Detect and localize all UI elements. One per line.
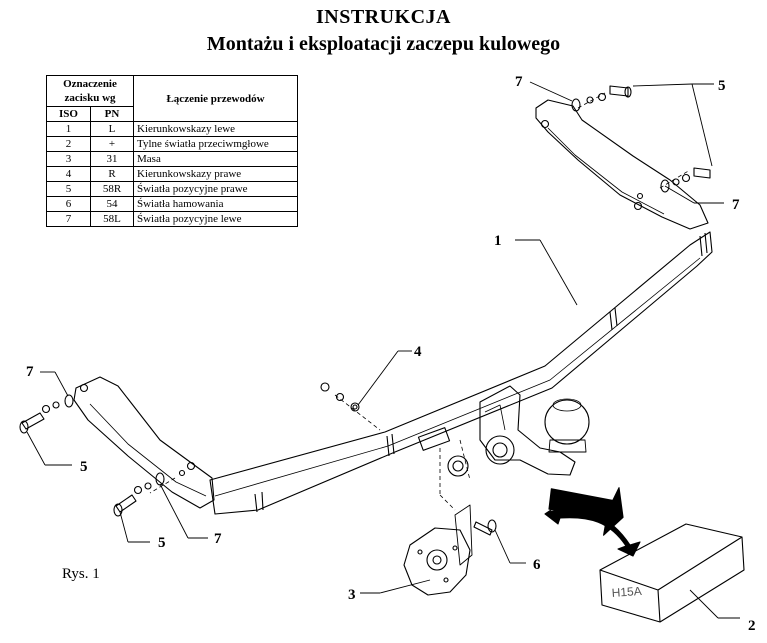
main-crossbar [209, 231, 713, 515]
bolt-5-right [693, 167, 711, 179]
washer [571, 98, 581, 112]
bracket-hole [186, 461, 196, 471]
table-header-row: Oznaczenie zacisku wg Łączenie przewodów [46, 75, 298, 122]
callout-2: 2 [748, 618, 756, 634]
desc-cell: Światła pozycyjne prawe [133, 181, 298, 197]
socket-bracket [403, 527, 471, 596]
callout-4: 4 [414, 344, 422, 360]
desc-cell: Kierunkowskazy prawe [133, 166, 298, 182]
callout-5-left: 5 [80, 459, 88, 475]
wiring-table: Oznaczenie zacisku wg Łączenie przewodów… [45, 75, 298, 227]
callout-5-bottom: 5 [158, 535, 166, 551]
bracket-hole [540, 119, 550, 129]
iso-cell: 7 [45, 211, 92, 227]
callout-5-top: 5 [718, 78, 726, 94]
tow-ball [544, 399, 590, 445]
table-row: 4 R Kierunkowskazy prawe [45, 166, 298, 182]
bolt-5-bottom [115, 494, 137, 513]
iso-header: ISO [45, 106, 92, 122]
callout-7-bottom: 7 [214, 531, 222, 547]
terminal-group-header: Oznaczenie zacisku wg [46, 75, 134, 107]
callout-7-top: 7 [515, 74, 523, 90]
callout-7-left: 7 [26, 364, 34, 380]
callout-7-right: 7 [732, 197, 740, 213]
washer [660, 179, 670, 193]
callout-3: 3 [348, 587, 356, 603]
left-mounting-bracket [73, 376, 215, 509]
table-subheader-row: ISO PN [45, 106, 298, 122]
table-row: 7 58L Światła pozycyjne lewe [45, 211, 298, 227]
bracket-hole [79, 383, 89, 393]
ball-mount-neck [479, 385, 576, 476]
bracket-hole [633, 201, 643, 211]
nut [320, 382, 330, 392]
document-subtitle: Montażu i eksploatacji zaczepu kulowego [206, 33, 561, 55]
connection-header: Łączenie przewodów [133, 75, 298, 122]
right-mounting-bracket [535, 99, 709, 230]
bolt-6 [473, 521, 493, 536]
bolt-5-top [609, 85, 629, 97]
table-row: 5 58R Światła pozycyjne prawe [45, 181, 298, 197]
bolt-5-left [21, 412, 45, 430]
document-title: INSTRUKCJA [315, 6, 452, 28]
callout-6: 6 [533, 557, 541, 573]
washer [64, 394, 74, 408]
desc-cell: Światła pozycyjne lewe [133, 211, 298, 227]
figure-caption: Rys. 1 [62, 566, 100, 582]
socket-plate [485, 435, 515, 465]
pn-cell: 58L [90, 211, 134, 227]
pn-header: PN [90, 106, 134, 122]
box-label: H15A [611, 584, 642, 600]
table-row: 2 + Tylne światła przeciwmgłowe [45, 136, 298, 152]
washer [155, 472, 165, 486]
pn-cell: 58R [90, 181, 134, 197]
desc-cell: Kierunkowskazy lewe [133, 121, 298, 137]
packaging-box [599, 523, 745, 623]
callout-1: 1 [494, 233, 502, 249]
